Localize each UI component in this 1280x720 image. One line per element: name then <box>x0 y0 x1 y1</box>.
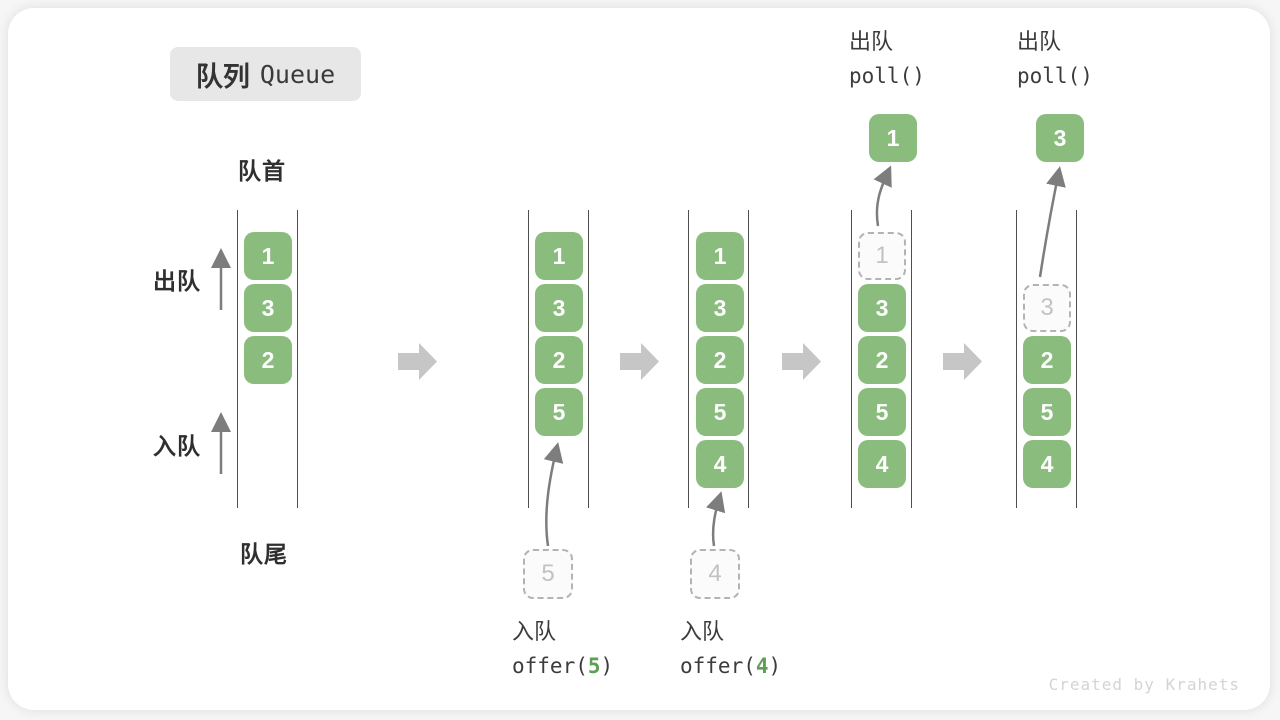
incoming-element-5: 5 <box>523 549 573 599</box>
queue-channel-state4 <box>851 210 912 508</box>
enqueue4-fn-open: offer( <box>680 654 756 678</box>
queue-channel-state5 <box>1016 210 1077 508</box>
enqueue4-fn-close: ) <box>768 654 782 678</box>
queue-cell: 1 <box>696 232 744 280</box>
enqueue4-arg: 4 <box>755 654 769 678</box>
enqueue5-code: offer(5) <box>512 649 613 683</box>
queue-cell: 5 <box>535 388 583 436</box>
polled-element-1: 1 <box>869 114 917 162</box>
poll-first-operation-label: 出队 poll() <box>849 25 925 93</box>
poll-second-label-zh: 出队 <box>1017 29 1062 54</box>
poll-first-label-zh: 出队 <box>849 29 894 54</box>
diagram-card <box>8 8 1270 710</box>
queue-cell: 2 <box>696 336 744 384</box>
dequeue-side-label: 出队 <box>153 268 201 294</box>
poll-first-code: poll() <box>849 64 925 88</box>
queue-front-label: 队首 <box>238 158 286 184</box>
queue-cell: 3 <box>696 284 744 332</box>
enqueue-side-label: 入队 <box>153 433 201 459</box>
enqueue5-operation-label: 入队 offer(5) <box>512 615 613 683</box>
queue-cell: 2 <box>858 336 906 384</box>
removed-element-3: 3 <box>1023 284 1071 332</box>
queue-channel-state3 <box>688 210 749 508</box>
queue-cell: 5 <box>696 388 744 436</box>
poll-second-code: poll() <box>1017 64 1093 88</box>
queue-cell: 5 <box>858 388 906 436</box>
queue-cell: 3 <box>858 284 906 332</box>
enqueue4-code: offer(4) <box>680 649 781 683</box>
queue-cell: 4 <box>696 440 744 488</box>
queue-cell: 1 <box>244 232 292 280</box>
queue-cell: 2 <box>535 336 583 384</box>
queue-rear-label: 队尾 <box>240 541 288 567</box>
enqueue5-arg: 5 <box>587 654 601 678</box>
enqueue4-label-zh: 入队 <box>680 619 725 644</box>
enqueue4-operation-label: 入队 offer(4) <box>680 615 781 683</box>
queue-cell: 2 <box>244 336 292 384</box>
queue-cell: 2 <box>1023 336 1071 384</box>
queue-cell: 1 <box>535 232 583 280</box>
queue-cell: 4 <box>858 440 906 488</box>
enqueue5-label-zh: 入队 <box>512 619 557 644</box>
enqueue5-fn-open: offer( <box>512 654 588 678</box>
queue-cell: 3 <box>535 284 583 332</box>
credit-text: Created by Krahets <box>1048 675 1240 694</box>
title-english: Queue <box>259 59 336 89</box>
incoming-element-4: 4 <box>690 549 740 599</box>
polled-element-3: 3 <box>1036 114 1084 162</box>
enqueue5-fn-close: ) <box>600 654 614 678</box>
queue-cell: 4 <box>1023 440 1071 488</box>
queue-channel-state2 <box>528 210 589 508</box>
queue-channel-state1 <box>237 210 298 508</box>
queue-cell: 5 <box>1023 388 1071 436</box>
title-chinese: 队列 <box>195 61 250 92</box>
diagram-title: 队列 Queue <box>170 47 361 101</box>
queue-cell: 3 <box>244 284 292 332</box>
poll-second-operation-label: 出队 poll() <box>1017 25 1093 93</box>
removed-element-1: 1 <box>858 232 906 280</box>
